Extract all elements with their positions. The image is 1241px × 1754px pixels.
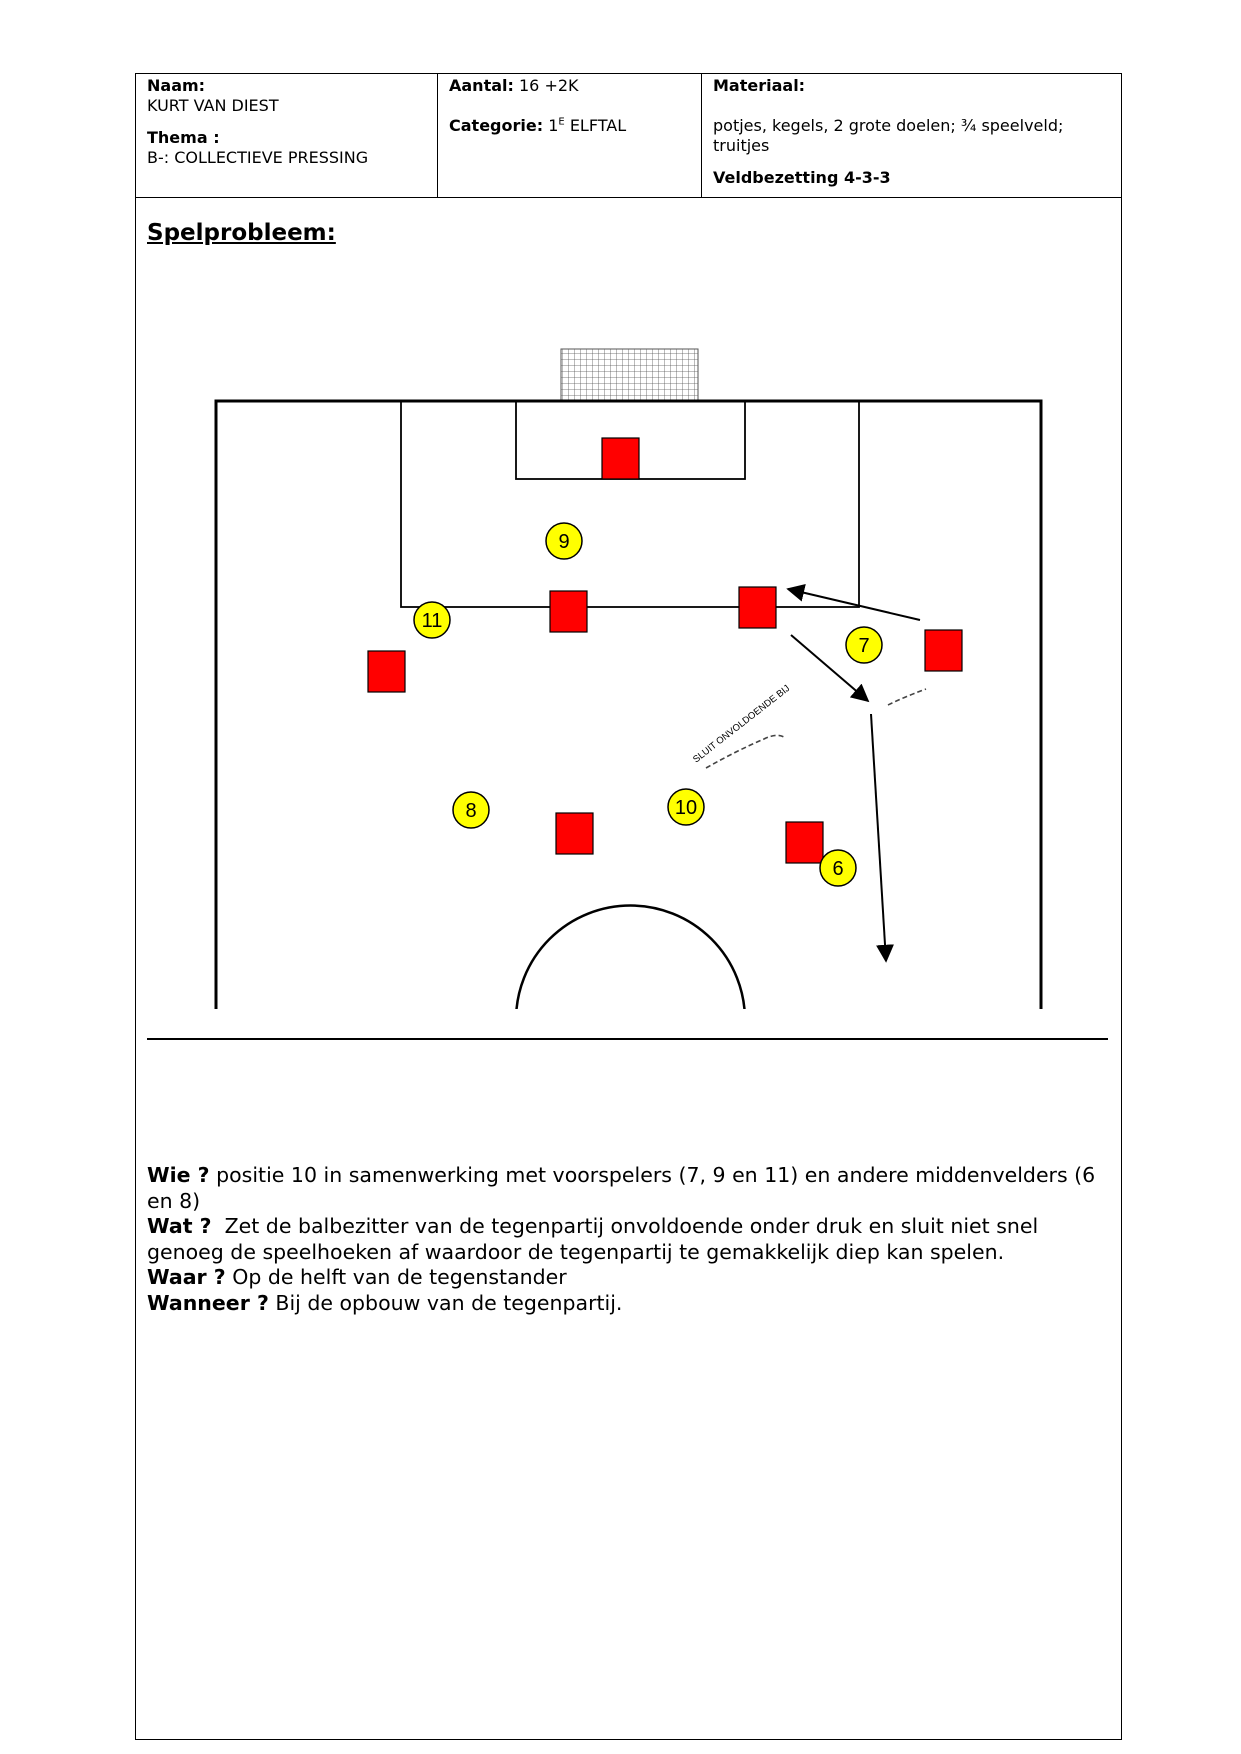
player-circle	[413, 601, 451, 639]
waar-label: Waar ?	[147, 1265, 226, 1289]
opponent-marker	[601, 437, 640, 480]
header-table: Naam: KURT VAN DIEST Thema : B-: COLLECT…	[136, 74, 1121, 198]
waar-text: Op de helft van de tegenstander	[232, 1265, 567, 1289]
waar-line: Waar ? Op de helft van de tegenstander	[147, 1265, 1112, 1291]
header-cell-aantal: Aantal: 16 +2K Categorie: 1E ELFTAL	[438, 74, 702, 197]
categorie-value-num: 1	[548, 116, 559, 135]
categorie-label: Categorie:	[449, 116, 544, 135]
player-circle	[845, 626, 883, 664]
naam-label: Naam:	[147, 76, 206, 95]
player-number: 10	[675, 797, 697, 819]
thema-label: Thema :	[147, 128, 220, 147]
arrow-deep-ball	[870, 713, 895, 963]
player-9: 9	[545, 522, 583, 560]
player-circle	[667, 788, 705, 826]
pitch-lines	[214, 399, 1043, 1009]
exercise-sheet: Naam: KURT VAN DIEST Thema : B-: COLLECT…	[135, 73, 1122, 1740]
player-10: 10	[667, 788, 705, 826]
player-number: 6	[832, 858, 843, 880]
wat-text: Zet de balbezitter van de tegenpartij on…	[147, 1214, 1039, 1264]
wie-line: Wie ? positie 10 in samenwerking met voo…	[147, 1163, 1112, 1214]
wanneer-line: Wanneer ? Bij de opbouw van de tegenpart…	[147, 1291, 1112, 1317]
categorie-value-rest: ELFTAL	[569, 116, 627, 135]
opponent-marker	[785, 821, 824, 864]
wat-line: Wat ? Zet de balbezitter van de tegenpar…	[147, 1214, 1112, 1265]
movement-arrows	[786, 583, 921, 963]
player-number: 8	[465, 800, 476, 822]
separator-line	[147, 1038, 1108, 1040]
opponent-marker	[367, 650, 406, 693]
materiaal-value: potjes, kegels, 2 grote doelen; ¾ speelv…	[713, 116, 1064, 155]
wanneer-text: Bij de opbouw van de tegenpartij.	[275, 1290, 623, 1315]
problem-description: Wie ? positie 10 in samenwerking met voo…	[147, 1163, 1112, 1316]
annotation-text: SLUIT ONVOLDOENDE BIJ	[691, 683, 792, 765]
player-number: 7	[858, 635, 869, 657]
player-11: 11	[413, 601, 451, 639]
categorie-value-sup: E	[558, 116, 565, 128]
player-circle	[452, 791, 490, 829]
wanneer-label: Wanneer ?	[147, 1290, 269, 1315]
opponent-marker	[555, 812, 594, 855]
player-number: 11	[422, 610, 443, 632]
player-7: 7	[845, 626, 883, 664]
dashed-runs	[705, 688, 927, 769]
section-title: Spelprobleem:	[147, 220, 336, 246]
header-cell-materiaal: Materiaal: potjes, kegels, 2 grote doele…	[702, 74, 1121, 197]
arrow-pressing-back	[786, 583, 921, 621]
wat-label: Wat ?	[147, 1214, 212, 1238]
veldbezetting-label: Veldbezetting 4-3-3	[713, 168, 891, 187]
naam-value: KURT VAN DIEST	[147, 96, 279, 115]
player-circle	[545, 522, 583, 560]
tactical-diagram: SLUIT ONVOLDOENDE BIJ 9 11 7 8 10 6	[214, 348, 1043, 1009]
opponent-markers	[367, 437, 963, 864]
arrow-pressing-out	[790, 634, 870, 703]
goal-net	[560, 348, 699, 402]
aantal-label: Aantal:	[449, 76, 514, 95]
player-8: 8	[452, 791, 490, 829]
opponent-marker	[924, 629, 963, 672]
wie-label: Wie ?	[147, 1163, 210, 1187]
player-circle	[819, 849, 857, 887]
player-6: 6	[819, 849, 857, 887]
opponent-marker	[738, 586, 777, 629]
aantal-value: 16 +2K	[519, 76, 579, 95]
header-cell-naam: Naam: KURT VAN DIEST Thema : B-: COLLECT…	[136, 74, 438, 197]
thema-value: B-: COLLECTIEVE PRESSING	[147, 148, 369, 167]
players: 9 11 7 8 10 6	[413, 522, 883, 887]
materiaal-label: Materiaal:	[713, 76, 806, 95]
player-number: 9	[558, 531, 569, 553]
wie-text: positie 10 in samenwerking met voorspele…	[147, 1163, 1096, 1213]
opponent-marker	[549, 590, 588, 633]
